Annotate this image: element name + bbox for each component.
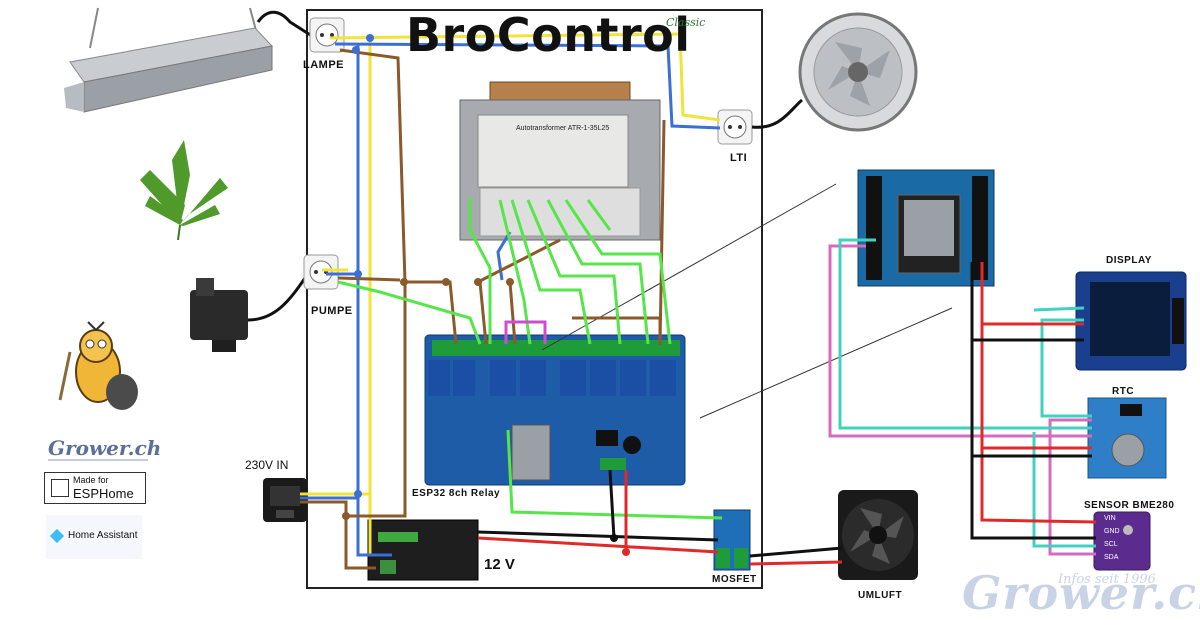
bee-mascot-image <box>58 321 138 410</box>
label-relay-board: ESP32 8ch Relay <box>412 488 501 499</box>
label-umluft: UMLUFT <box>858 590 903 601</box>
grower-logo-text: Grower.ch <box>48 436 161 460</box>
label-12v: 12 V <box>484 556 515 573</box>
grow-lamp-image <box>64 7 273 113</box>
enclosure-box <box>306 9 763 589</box>
sensor-pin-scl: SCL <box>1104 541 1118 548</box>
esphome-badge: Made for ESPHome <box>44 472 146 504</box>
rtc-module-image <box>1087 397 1167 479</box>
oled-display-image <box>1075 271 1187 371</box>
home-assistant-badge: Home Assistant <box>46 515 142 559</box>
watermark-brand: Grower.ch <box>962 566 1200 620</box>
socket-pumpe <box>303 254 339 290</box>
duct-fan-image <box>798 12 918 132</box>
page-subtitle: Classic <box>666 16 706 29</box>
dc-power-wires <box>477 469 843 566</box>
page-title: BroControl <box>406 8 691 62</box>
circulation-fan-image <box>838 490 918 580</box>
signal-wires <box>337 198 723 520</box>
label-rtc: RTC <box>1112 386 1135 397</box>
i2c-wires <box>828 238 1097 556</box>
transformer-label: Autotransformer ATR-1-35L25 <box>516 125 609 132</box>
sensor-pin-sda: SDA <box>1104 554 1119 561</box>
sensor-pin-vin: VIN <box>1104 515 1116 522</box>
label-sensor: SENSOR BME280 <box>1084 500 1175 511</box>
junction-dots <box>342 34 514 520</box>
made-for-text: Made for <box>73 475 109 485</box>
home-assistant-icon <box>49 528 65 544</box>
mosfet-image <box>713 509 751 571</box>
power-inlet-image <box>263 478 307 522</box>
label-lti: LTI <box>730 152 748 164</box>
psu-12v-image <box>367 519 479 581</box>
home-icon <box>51 479 69 497</box>
cannabis-leaf-icon <box>140 140 228 241</box>
esp32-module-image <box>857 169 995 287</box>
esphome-text: ESPHome <box>73 486 134 501</box>
water-pump-image <box>190 278 248 352</box>
label-pumpe: PUMPE <box>311 305 353 317</box>
phase-wires <box>300 48 666 570</box>
grower-logo-image: Grower.ch <box>48 436 161 461</box>
label-230v-in: 230V IN <box>245 458 289 472</box>
socket-lti <box>717 109 753 145</box>
sensor-pin-gnd: GND <box>1104 528 1120 535</box>
pink-jumpers <box>504 320 547 344</box>
label-display: DISPLAY <box>1106 255 1152 266</box>
label-lampe: LAMPE <box>303 59 344 71</box>
autotransformer-image <box>459 81 661 241</box>
label-mosfet: MOSFET <box>712 574 757 585</box>
watermark-tagline: Infos seit 1996 <box>1058 572 1156 587</box>
home-assistant-text: Home Assistant <box>68 530 138 541</box>
socket-lampe <box>309 17 345 53</box>
bme280-sensor-image <box>1093 511 1151 571</box>
relay-board-image <box>424 334 686 486</box>
